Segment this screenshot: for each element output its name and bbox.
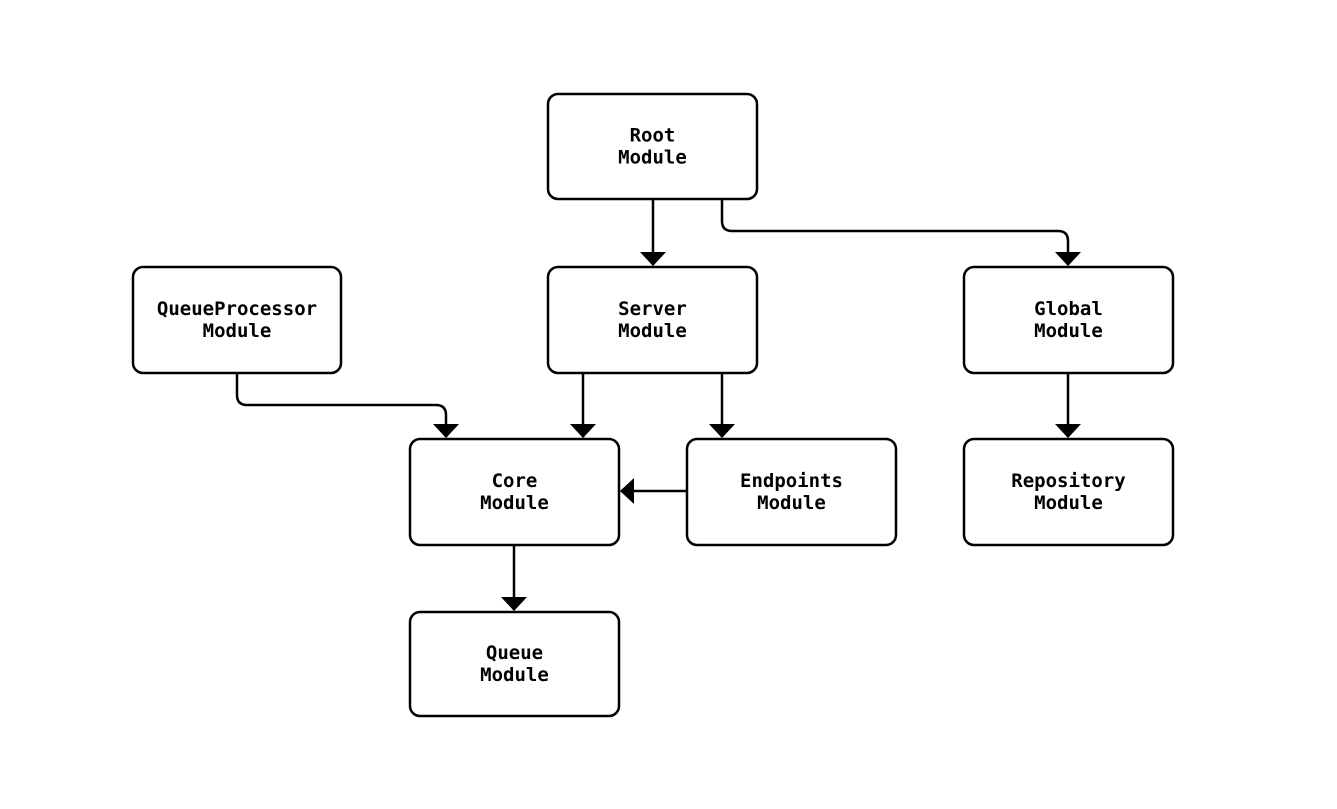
node-label-global-module-line-0: Global	[1034, 298, 1103, 320]
node-box-endpoints-module	[685, 437, 898, 547]
node-label-repository-module-line-1: Module	[1034, 492, 1103, 514]
edge-queueprocessor-module-to-core-module	[235, 373, 459, 438]
node-label-root-module-line-0: Root	[630, 125, 676, 147]
node-label-server-module-line-0: Server	[618, 298, 687, 320]
node-label-server-module-line-1: Module	[618, 320, 687, 342]
node-label-queue-module-line-1: Module	[480, 664, 549, 686]
node-box-root-module	[546, 92, 759, 201]
edge-root-module-to-global-module	[720, 199, 1081, 266]
nodes-layer: RootModuleQueueProcessorModuleServerModu…	[131, 92, 1175, 718]
node-label-repository-module-line-0: Repository	[1011, 470, 1125, 492]
edges-layer	[235, 199, 1081, 611]
node-box-queueprocessor-module	[131, 265, 343, 375]
node-label-global-module-line-1: Module	[1034, 320, 1103, 342]
node-label-endpoints-module-line-1: Module	[757, 492, 826, 514]
node-label-root-module-line-1: Module	[618, 147, 687, 169]
node-label-endpoints-module-line-0: Endpoints	[740, 470, 843, 492]
node-box-repository-module	[962, 437, 1175, 547]
node-label-queue-module-line-0: Queue	[486, 642, 543, 664]
node-label-core-module-line-1: Module	[480, 492, 549, 514]
node-box-queue-module	[408, 610, 621, 718]
node-label-queueprocessor-module-line-1: Module	[203, 320, 272, 342]
node-box-core-module	[408, 437, 621, 547]
node-label-core-module-line-0: Core	[492, 470, 538, 492]
node-label-queueprocessor-module-line-0: QueueProcessor	[157, 298, 317, 320]
node-box-server-module	[546, 265, 759, 375]
node-box-global-module	[962, 265, 1175, 375]
